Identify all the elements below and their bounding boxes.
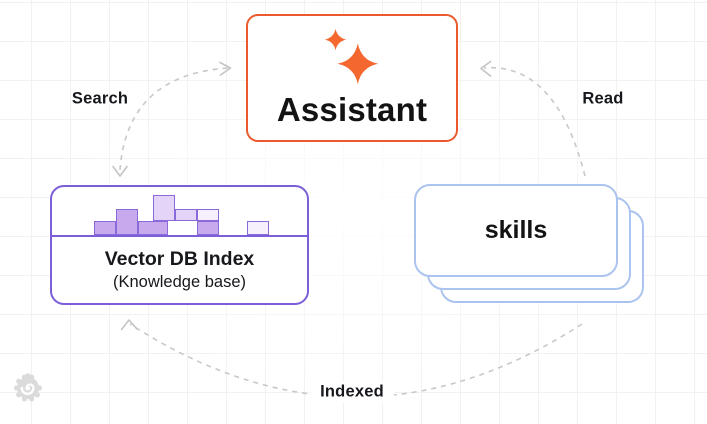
sparkles-icon xyxy=(324,28,379,85)
histogram-bar xyxy=(197,221,219,235)
assistant-node: Assistant xyxy=(246,14,458,142)
vector-db-histogram xyxy=(52,187,307,237)
histogram-bar xyxy=(153,195,175,221)
indexed-edge-label: Indexed xyxy=(310,381,394,403)
histogram-bar xyxy=(138,221,168,235)
histogram-bar xyxy=(94,221,116,235)
histogram-bar xyxy=(175,209,197,221)
vector-db-text: Vector DB Index (Knowledge base) xyxy=(52,237,307,303)
read-edge-label: Read xyxy=(582,89,624,108)
skills-node: skills xyxy=(414,184,618,277)
assistant-label: Assistant xyxy=(276,91,428,128)
spiral-gear-icon xyxy=(13,373,43,402)
histogram-bar xyxy=(116,209,138,235)
vector-db-title: Vector DB Index xyxy=(104,248,255,271)
histogram-bar xyxy=(247,221,269,235)
vector-db-node: Vector DB Index (Knowledge base) xyxy=(50,185,309,305)
vector-db-subtitle: (Knowledge base) xyxy=(113,272,246,291)
skills-label: skills xyxy=(484,216,548,244)
search-edge-label: Search xyxy=(71,89,129,108)
histogram-bar xyxy=(197,209,219,221)
